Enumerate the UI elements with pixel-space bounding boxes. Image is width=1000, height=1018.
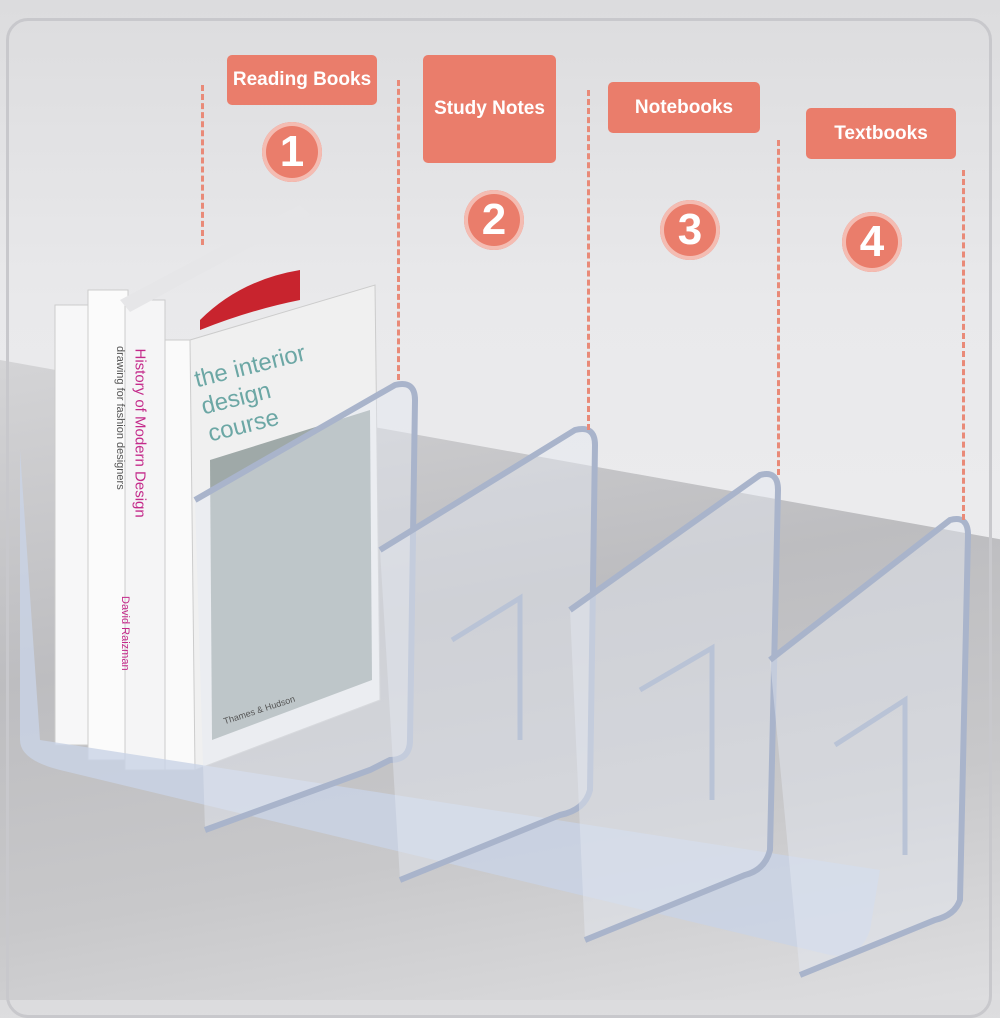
divider-1: [193, 381, 419, 833]
organizer-base: [20, 450, 880, 956]
books: [54, 205, 381, 771]
book-spine-history: History of Modern Design: [131, 348, 149, 518]
dashed-line: [201, 85, 204, 245]
number-badge-1: 1: [262, 122, 322, 182]
number-badge-3: 3: [660, 200, 720, 260]
dividers: [193, 381, 972, 978]
dashed-line: [777, 140, 780, 475]
number-badge-2: 2: [464, 190, 524, 250]
dashed-line: [962, 170, 965, 520]
dashed-line: [397, 80, 400, 380]
divider-2: [378, 426, 599, 883]
label-notebooks: Notebooks: [608, 82, 760, 133]
label-study-notes: Study Notes: [423, 55, 556, 163]
number-badge-4: 4: [842, 212, 902, 272]
label-reading-books: Reading Books: [227, 55, 377, 105]
dashed-line: [587, 90, 590, 430]
book-stops: [450, 593, 908, 855]
divider-4: [768, 516, 972, 978]
book-spine-drawing: drawing for fashion designers: [114, 346, 126, 490]
label-textbooks: Textbooks: [806, 108, 956, 159]
divider-3: [568, 471, 782, 943]
book-spine-author: David Raizman: [119, 596, 131, 671]
